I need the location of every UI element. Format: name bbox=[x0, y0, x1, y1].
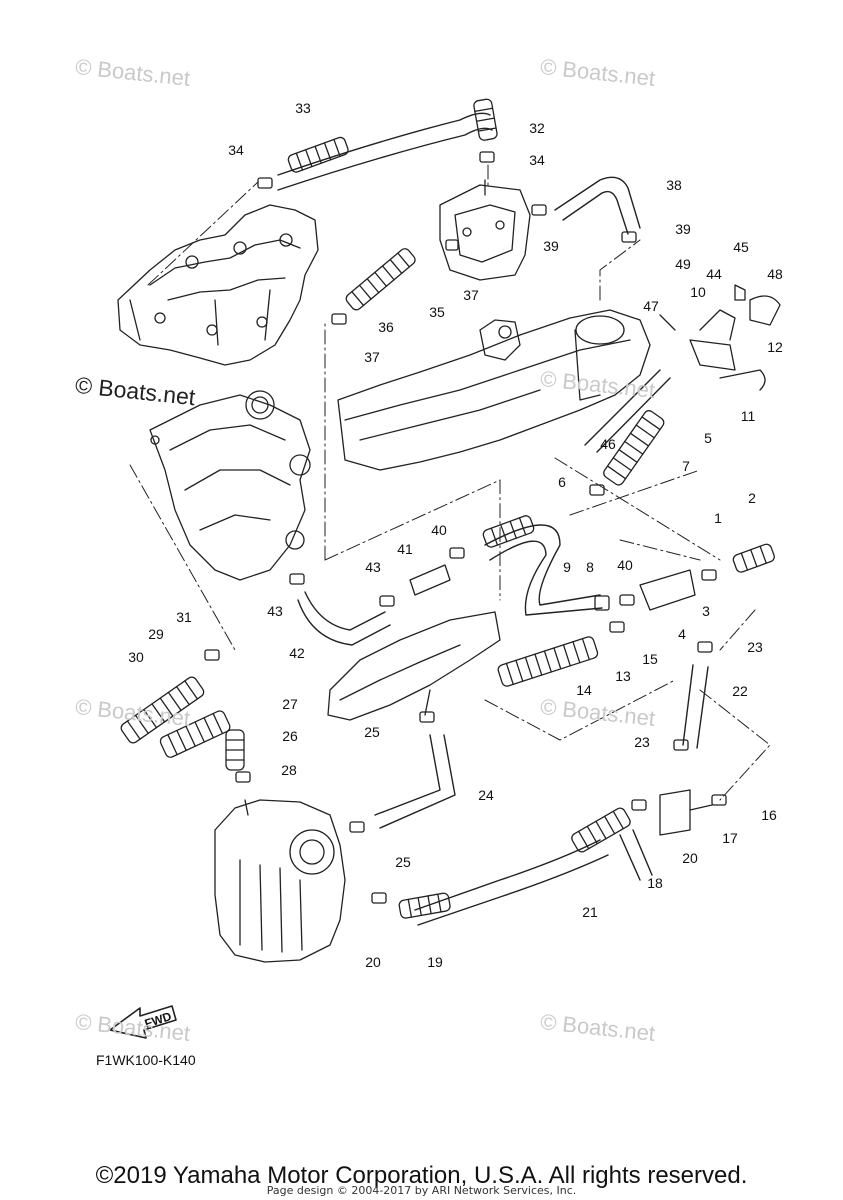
callout-1: 1 bbox=[714, 510, 722, 526]
callout-14: 14 bbox=[576, 682, 592, 698]
callout-40a: 40 bbox=[431, 522, 447, 538]
callout-7: 7 bbox=[682, 458, 690, 474]
exhaust-chamber bbox=[149, 390, 311, 581]
callout-39b: 39 bbox=[675, 221, 691, 237]
callout-32: 32 bbox=[529, 120, 545, 136]
callout-23a: 23 bbox=[747, 639, 763, 655]
callout-29: 29 bbox=[148, 626, 164, 642]
callout-3: 3 bbox=[702, 603, 710, 619]
callout-49: 49 bbox=[675, 256, 691, 272]
callout-22: 22 bbox=[732, 683, 748, 699]
fittings-and-clamps bbox=[204, 151, 781, 904]
callout-31: 31 bbox=[176, 609, 192, 625]
callout-12: 12 bbox=[767, 339, 783, 355]
callout-13: 13 bbox=[615, 668, 631, 684]
callout-39a: 39 bbox=[543, 238, 559, 254]
callout-16: 16 bbox=[761, 807, 777, 823]
callout-25a: 25 bbox=[364, 724, 380, 740]
callout-28: 28 bbox=[281, 762, 297, 778]
callout-25b: 25 bbox=[395, 854, 411, 870]
callout-9: 9 bbox=[563, 559, 571, 575]
callout-40b: 40 bbox=[617, 557, 633, 573]
water-box-bracket bbox=[439, 179, 531, 281]
callout-24: 24 bbox=[478, 787, 494, 803]
callout-36: 36 bbox=[378, 319, 394, 335]
exhaust-manifold bbox=[117, 204, 319, 366]
callout-41: 41 bbox=[397, 541, 413, 557]
diagram-code: F1WK100-K140 bbox=[96, 1052, 196, 1068]
callout-44: 44 bbox=[706, 266, 722, 282]
callout-47: 47 bbox=[643, 298, 659, 314]
callout-43b: 43 bbox=[267, 603, 283, 619]
callout-34a: 34 bbox=[228, 142, 244, 158]
callout-42: 42 bbox=[289, 645, 305, 661]
callout-20a: 20 bbox=[365, 954, 381, 970]
callout-6: 6 bbox=[558, 474, 566, 490]
callout-18: 18 bbox=[647, 875, 663, 891]
leader-lines bbox=[129, 164, 771, 801]
callout-10: 10 bbox=[690, 284, 706, 300]
water-box bbox=[214, 799, 346, 963]
callout-35: 35 bbox=[429, 304, 445, 320]
callout-27: 27 bbox=[282, 696, 298, 712]
callout-4: 4 bbox=[678, 626, 686, 642]
callout-17: 17 bbox=[722, 830, 738, 846]
callout-2: 2 bbox=[748, 490, 756, 506]
callout-37a: 37 bbox=[463, 287, 479, 303]
callout-45: 45 bbox=[733, 239, 749, 255]
callout-37b: 37 bbox=[364, 349, 380, 365]
page-design-credit: Page design © 2004-2017 by ARI Network S… bbox=[266, 1184, 577, 1197]
corrugated-hoses bbox=[120, 98, 775, 919]
callout-38: 38 bbox=[666, 177, 682, 193]
callout-15: 15 bbox=[642, 651, 658, 667]
callout-48: 48 bbox=[767, 266, 783, 282]
callout-5: 5 bbox=[704, 430, 712, 446]
exhaust-outlet-pipe bbox=[327, 611, 501, 721]
hoses bbox=[277, 112, 709, 926]
callout-30: 30 bbox=[128, 649, 144, 665]
callout-21: 21 bbox=[582, 904, 598, 920]
callout-33: 33 bbox=[295, 100, 311, 116]
callout-20b: 20 bbox=[682, 850, 698, 866]
callout-19: 19 bbox=[427, 954, 443, 970]
callout-34b: 34 bbox=[529, 152, 545, 168]
copyright-text: ©2019 Yamaha Motor Corporation, U.S.A. A… bbox=[95, 1162, 748, 1189]
callout-46: 46 bbox=[600, 436, 616, 452]
exhaust-pipe bbox=[337, 309, 651, 471]
callout-8: 8 bbox=[586, 559, 594, 575]
callout-43a: 43 bbox=[365, 559, 381, 575]
callout-26: 26 bbox=[282, 728, 298, 744]
callout-23b: 23 bbox=[634, 734, 650, 750]
fwd-arrow bbox=[109, 1005, 177, 1039]
callout-11: 11 bbox=[740, 408, 756, 424]
